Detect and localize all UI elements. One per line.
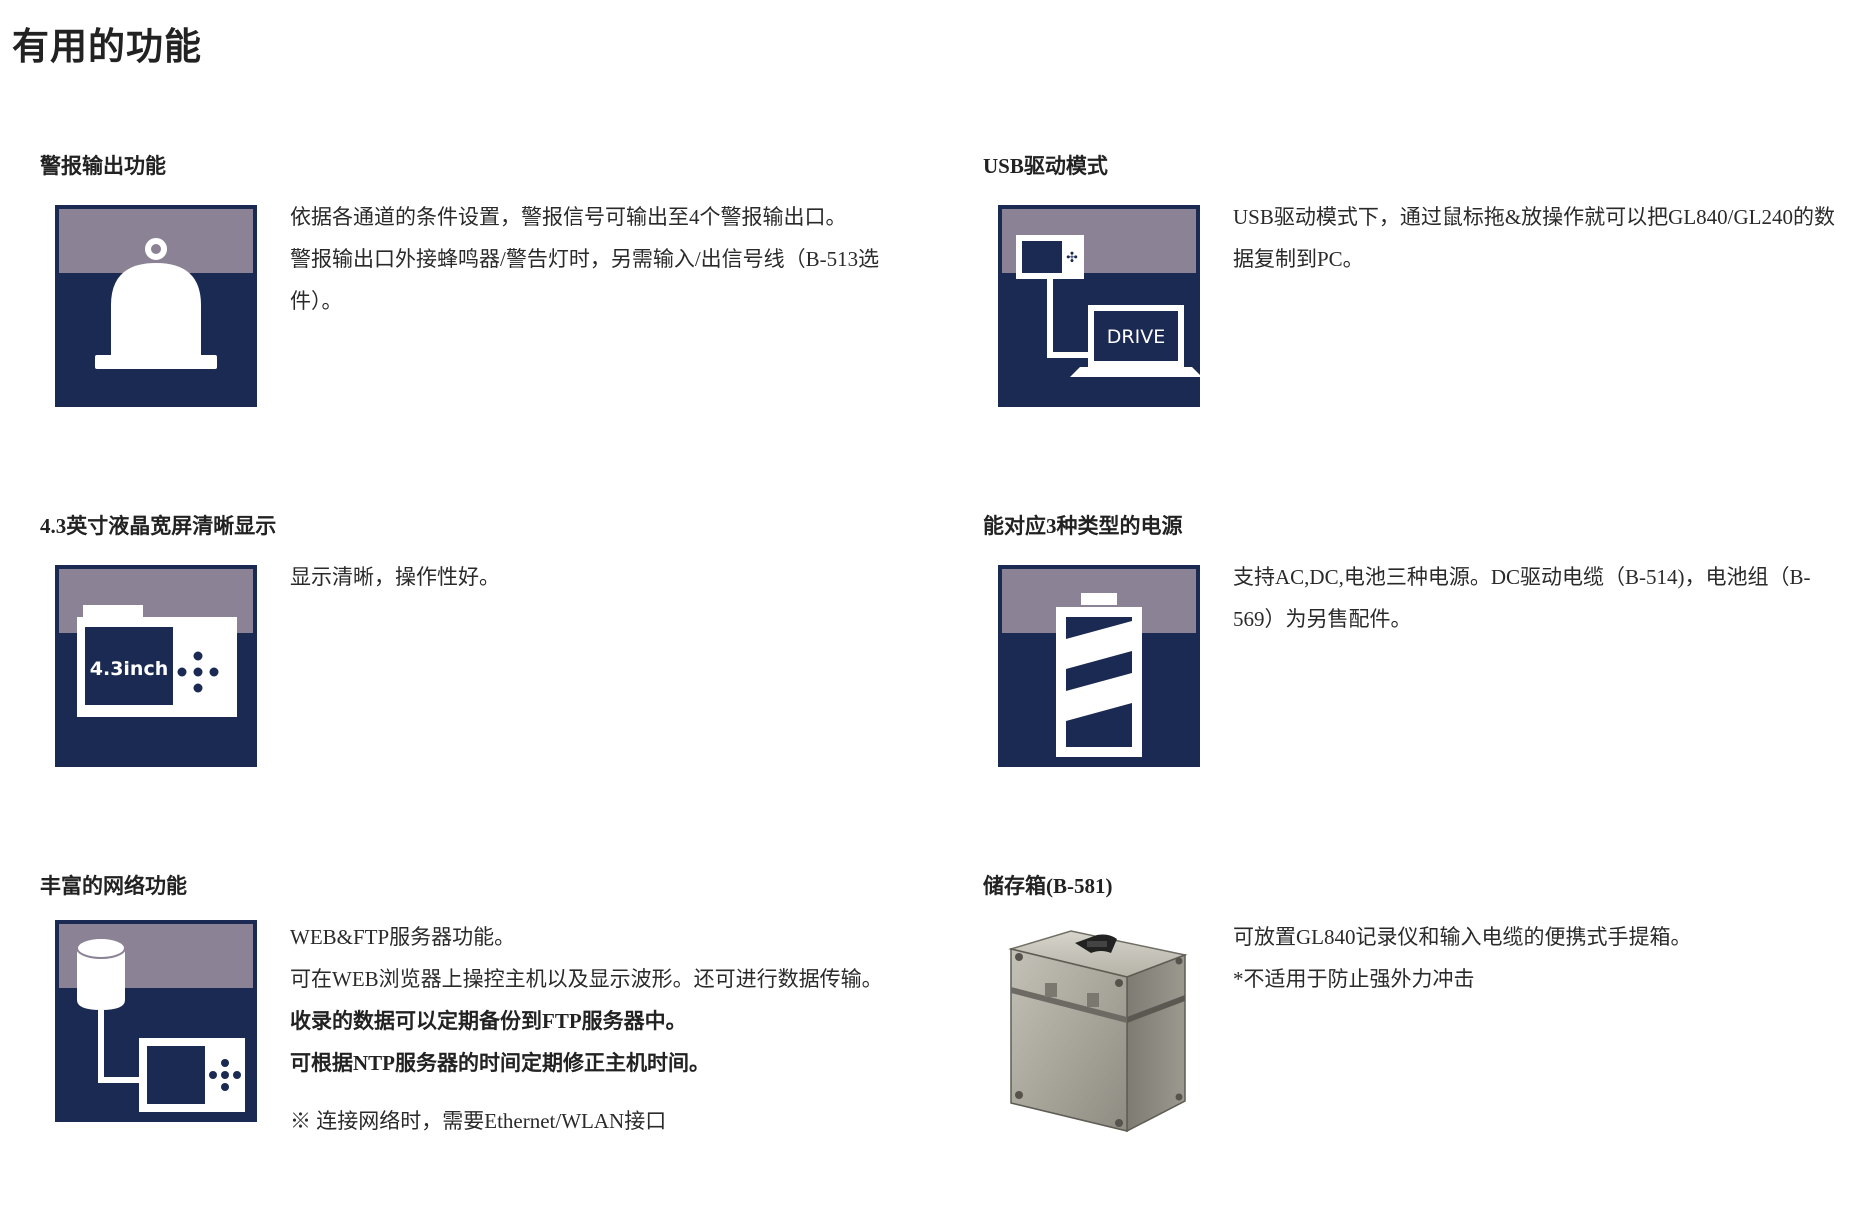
feature-lcd-display: 4.3英寸液晶宽屏清晰显示 4.3inch 显示清晰，操作性好。 (40, 510, 960, 870)
feature-description: USB驱动模式下，通过鼠标拖&放操作就可以把GL840/GL240的数 据复制到… (1233, 196, 1854, 280)
battery-icon (998, 565, 1200, 767)
paragraph: 569）为另售配件。 (1233, 607, 1412, 631)
feature-title: 储存箱(B-581) (983, 874, 1113, 898)
paragraph: 据复制到PC。 (1233, 247, 1364, 271)
paragraph: 可根据NTP服务器的时间定期修正主机时间。 (290, 1051, 710, 1075)
feature-alarm-output: 警报输出功能 依据各通道的条件设置，警报信号可输出至4个警报输出口。 警报输出口… (40, 150, 960, 510)
feature-description: 支持AC,DC,电池三种电源。DC驱动电缆（B-514)，电池组（B- 569）… (1233, 556, 1854, 640)
paragraph: 依据各通道的条件设置，警报信号可输出至4个警报输出口。 (290, 205, 847, 229)
lcd-size-label: 4.3inch (90, 658, 169, 680)
drive-label: DRIVE (1107, 326, 1165, 348)
feature-description: 显示清晰，操作性好。 (290, 556, 930, 598)
usb-drive-icon: ✣ DRIVE (998, 205, 1200, 407)
paragraph: 警报输出口外接蜂鸣器/警告灯时，另需输入/出信号线（B-513选 (290, 247, 880, 271)
feature-description: 依据各通道的条件设置，警报信号可输出至4个警报输出口。 警报输出口外接蜂鸣器/警… (290, 196, 930, 322)
lcd-screen-icon: 4.3inch (55, 565, 257, 767)
feature-title: 丰富的网络功能 (40, 874, 187, 898)
feature-title: 警报输出功能 (40, 154, 166, 178)
feature-carrying-case: 储存箱(B-581) (983, 870, 1854, 1230)
feature-description: WEB&FTP服务器功能。 可在WEB浏览器上操控主机以及显示波形。还可进行数据… (290, 916, 930, 1142)
paragraph: USB驱动模式下，通过鼠标拖&放操作就可以把GL840/GL240的数 (1233, 205, 1836, 229)
paragraph: *不适用于防止强外力冲击 (1233, 967, 1475, 991)
paragraph: 显示清晰，操作性好。 (290, 565, 500, 589)
network-server-icon (55, 920, 257, 1122)
feature-title: 能对应3种类型的电源 (983, 514, 1183, 538)
alarm-bell-icon (55, 205, 257, 407)
network-note: ※ 连接网络时，需要Ethernet/WLAN接口 (290, 1109, 667, 1133)
feature-title: 4.3英寸液晶宽屏清晰显示 (40, 514, 277, 538)
paragraph: 可在WEB浏览器上操控主机以及显示波形。还可进行数据传输。 (290, 967, 883, 991)
paragraph: 可放置GL840记录仪和输入电缆的便携式手提箱。 (1233, 925, 1692, 949)
page-title: 有用的功能 (12, 25, 202, 68)
paragraph: 支持AC,DC,电池三种电源。DC驱动电缆（B-514)，电池组（B- (1233, 565, 1811, 589)
feature-power-supply: 能对应3种类型的电源 支持AC,DC,电池三种电源。DC驱动电缆（B-514)，… (983, 510, 1854, 870)
paragraph: WEB&FTP服务器功能。 (290, 925, 516, 949)
paragraph: 件）。 (290, 289, 343, 313)
carrying-case-image (1005, 925, 1193, 1135)
feature-network: 丰富的网络功能 WEB&FTP服务器功能。 可在WEB浏览器上操控主机以及显示波… (40, 870, 960, 1230)
feature-usb-drive: USB驱动模式 ✣ DRIVE USB驱动模式下，通过鼠标拖&放操作就可以把GL… (983, 150, 1854, 510)
paragraph: 收录的数据可以定期备份到FTP服务器中。 (290, 1009, 687, 1033)
feature-title: USB驱动模式 (983, 154, 1108, 178)
svg-text:✣: ✣ (1066, 250, 1078, 266)
feature-description: 可放置GL840记录仪和输入电缆的便携式手提箱。 *不适用于防止强外力冲击 (1233, 916, 1854, 1000)
